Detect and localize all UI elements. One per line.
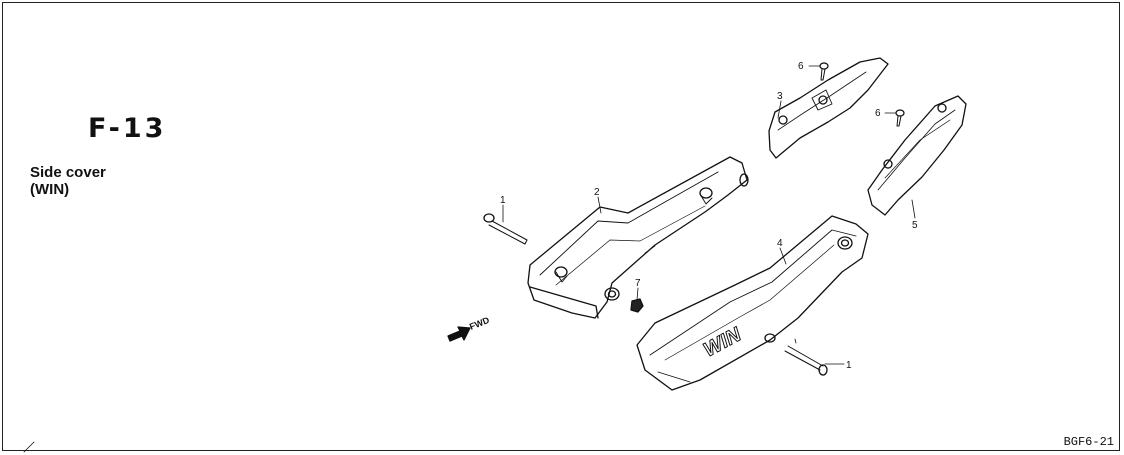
right-bolt-part bbox=[784, 338, 828, 376]
callout-screw-top: 6 bbox=[798, 61, 804, 72]
top-screw-part bbox=[819, 62, 829, 81]
nut-part bbox=[630, 298, 644, 313]
callout-bolt-left: 1 bbox=[500, 195, 506, 206]
figure-caption: Side cover (WIN) bbox=[30, 164, 106, 198]
small-right-cover-part bbox=[867, 95, 967, 216]
left-bolt-part bbox=[483, 213, 528, 245]
figure-title: F-13 bbox=[88, 113, 167, 144]
leader-lines bbox=[502, 65, 916, 365]
right-side-cover-part bbox=[636, 215, 869, 391]
forward-arrow-icon bbox=[447, 326, 471, 342]
win-emblem: WIN bbox=[700, 323, 745, 361]
caption-line-1: Side cover bbox=[30, 164, 106, 181]
small-upper-cover-part bbox=[768, 57, 889, 159]
page-code: BGF6-21 bbox=[1063, 435, 1114, 449]
callout-screw-right: 6 bbox=[875, 108, 881, 119]
callout-right-cover: 4 bbox=[777, 238, 783, 249]
fwd-label: FWD bbox=[468, 315, 491, 332]
callout-bolt-right: 1 bbox=[846, 360, 852, 371]
callout-small-cover-right: 5 bbox=[912, 220, 918, 231]
callout-nut: 7 bbox=[635, 278, 641, 289]
left-side-cover-part bbox=[527, 156, 749, 319]
scan-mark bbox=[23, 441, 35, 453]
callout-small-cover-top: 3 bbox=[777, 91, 783, 102]
callout-left-cover: 2 bbox=[594, 187, 600, 198]
caption-line-2: (WIN) bbox=[30, 181, 70, 198]
right-screw-part bbox=[895, 109, 905, 127]
